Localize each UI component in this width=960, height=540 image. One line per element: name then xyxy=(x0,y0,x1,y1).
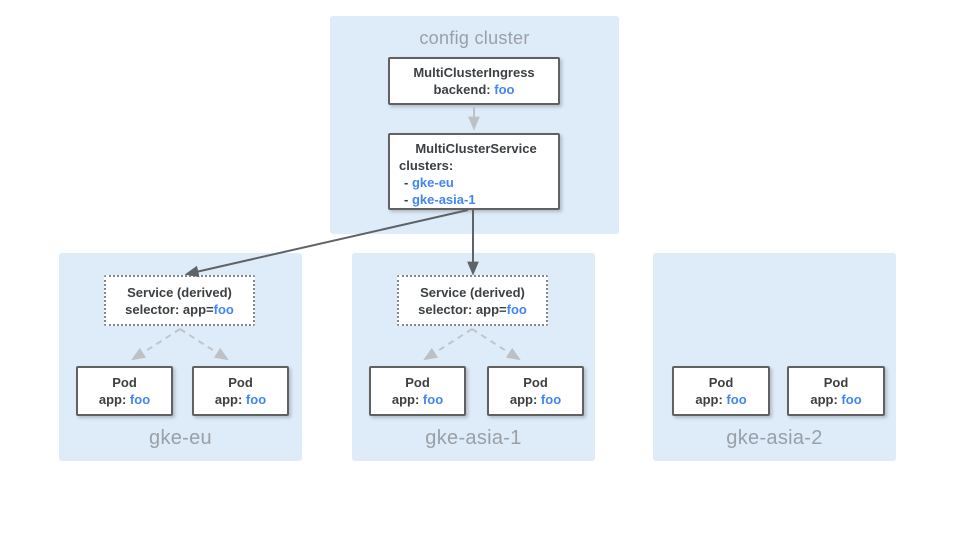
pod-app-line: app: foo xyxy=(215,391,266,408)
list-bullet: - xyxy=(404,175,409,190)
app-value: foo xyxy=(726,392,747,407)
pod-app-line: app: foo xyxy=(392,391,443,408)
derived-service-selector-line: selector: app=foo xyxy=(418,301,527,318)
pod-title: Pod xyxy=(405,375,430,390)
pod-box: Pod app: foo xyxy=(487,366,584,416)
gke-asia-1-label: gke-asia-1 xyxy=(425,427,522,449)
gke-eu-label: gke-eu xyxy=(149,427,212,449)
selector-label: selector: app= xyxy=(125,301,214,317)
cluster-name-gke-asia-1: gke-asia-1 xyxy=(411,192,476,207)
multiclusteringress-title: MultiClusterIngress xyxy=(413,65,535,80)
app-label: app: xyxy=(391,392,420,407)
config-cluster-title: config cluster xyxy=(419,28,530,48)
list-bullet: - xyxy=(404,192,409,207)
cluster-name-gke-eu: gke-eu xyxy=(411,175,454,190)
app-value: foo xyxy=(841,392,862,407)
app-value: foo xyxy=(245,392,267,407)
derived-service-box-gke-asia-1: Service (derived) selector: app=foo xyxy=(397,275,548,326)
selector-label: selector: app= xyxy=(418,301,507,317)
app-value: foo xyxy=(540,392,562,407)
pod-title: Pod xyxy=(823,375,849,390)
app-label: app: xyxy=(98,392,127,407)
multiclusteringress-box: MultiClusterIngress backend: foo xyxy=(388,57,560,105)
pod-title: Pod xyxy=(228,375,253,390)
gke-asia-2-label: gke-asia-2 xyxy=(726,427,823,449)
app-label: app: xyxy=(695,392,723,407)
derived-service-box-gke-eu: Service (derived) selector: app=foo xyxy=(104,275,255,326)
pod-app-line: app: foo xyxy=(695,391,746,408)
pod-title: Pod xyxy=(112,375,137,390)
pod-app-line: app: foo xyxy=(510,391,561,408)
pod-box: Pod app: foo xyxy=(76,366,173,416)
gke-asia-2-section xyxy=(653,253,896,461)
cluster-list-item: - gke-asia-1 xyxy=(399,191,476,208)
pod-box: Pod app: foo xyxy=(787,366,885,416)
pod-title: Pod xyxy=(523,375,548,390)
selector-value: foo xyxy=(506,301,527,317)
derived-service-title: Service (derived) xyxy=(127,284,232,300)
app-label: app: xyxy=(214,392,243,407)
cluster-list-item: - gke-eu xyxy=(399,174,454,191)
multiclusterservice-box: MultiClusterService clusters: - gke-eu -… xyxy=(388,133,560,210)
clusters-label: clusters: xyxy=(399,158,454,173)
backend-label: backend: xyxy=(433,82,491,97)
pod-app-line: app: foo xyxy=(99,391,150,408)
app-value: foo xyxy=(129,392,151,407)
backend-value: foo xyxy=(494,82,515,97)
app-value: foo xyxy=(422,392,444,407)
app-label: app: xyxy=(810,392,838,407)
pod-box: Pod app: foo xyxy=(369,366,466,416)
app-label: app: xyxy=(509,392,538,407)
derived-service-selector-line: selector: app=foo xyxy=(125,301,234,318)
pod-title: Pod xyxy=(708,375,734,390)
selector-value: foo xyxy=(213,301,234,317)
pod-box: Pod app: foo xyxy=(672,366,770,416)
multiclusteringress-backend-line: backend: foo xyxy=(434,81,515,98)
multiclusterservice-title: MultiClusterService xyxy=(415,141,537,156)
pod-app-line: app: foo xyxy=(810,391,861,408)
pod-box: Pod app: foo xyxy=(192,366,289,416)
derived-service-title: Service (derived) xyxy=(420,284,525,300)
